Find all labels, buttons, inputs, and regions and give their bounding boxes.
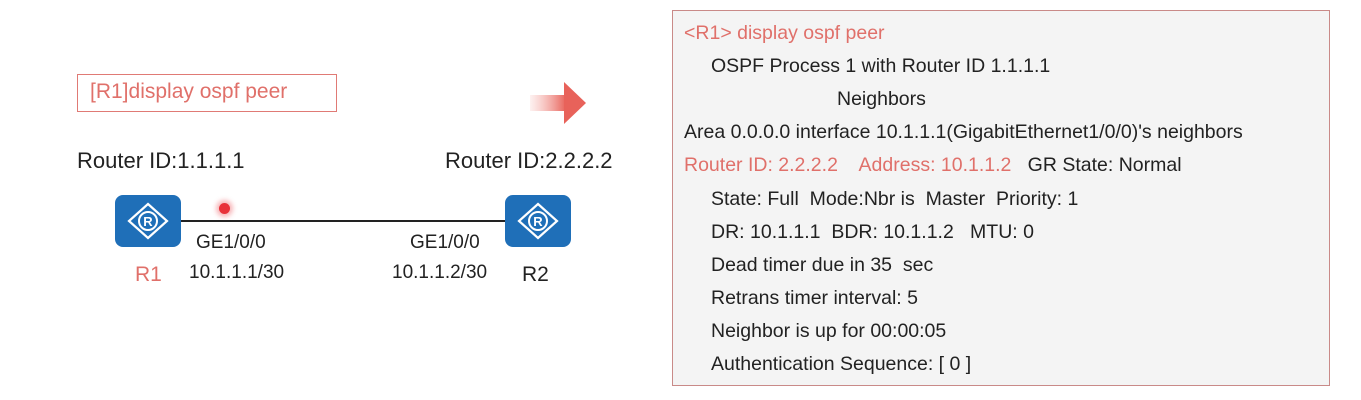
router-glyph-icon: R — [127, 202, 169, 240]
output-retrans: Retrans timer interval: 5 — [711, 287, 918, 309]
output-uptime: Neighbor is up for 00:00:05 — [711, 320, 947, 342]
router-r2-icon: R — [505, 195, 571, 247]
output-state: State: Full Mode:Nbr is Master Priority:… — [711, 188, 1079, 210]
r1-interface-label: GE1/0/0 — [196, 232, 266, 253]
output-process: OSPF Process 1 with Router ID 1.1.1.1 — [711, 55, 1051, 77]
r1-router-id: Router ID:1.1.1.1 — [77, 148, 245, 173]
r1-name: R1 — [135, 263, 162, 286]
r2-interface-label: GE1/0/0 — [410, 232, 480, 253]
cropped-heading-glyphs — [140, 0, 300, 2]
r2-router-id: Router ID:2.2.2.2 — [445, 148, 613, 173]
r2-ip-label: 10.1.1.2/30 — [392, 262, 488, 283]
router-glyph-text: R — [143, 214, 153, 229]
output-area: Area 0.0.0.0 interface 10.1.1.1(GigabitE… — [684, 121, 1243, 143]
pointer-dot — [219, 203, 230, 214]
r1-ip-label: 10.1.1.1/30 — [189, 262, 285, 283]
output-dr: DR: 10.1.1.1 BDR: 10.1.1.2 MTU: 0 — [711, 221, 1034, 243]
cropped-heading — [140, 0, 300, 2]
output-dead-timer: Dead timer due in 35 sec — [711, 254, 934, 276]
arrow-graphic — [530, 82, 586, 124]
command-output-panel: <R1> display ospf peer OSPF Process 1 wi… — [672, 10, 1330, 386]
r2-name: R2 — [522, 263, 549, 286]
output-prompt: <R1> display ospf peer — [684, 22, 885, 44]
command-box: [R1]display ospf peer — [77, 74, 337, 112]
output-address: Address: 10.1.1.2 — [858, 154, 1012, 176]
router-glyph-text: R — [533, 214, 543, 229]
output-router-id: Router ID: 2.2.2.2 — [684, 154, 838, 176]
router-r1-icon: R — [115, 195, 181, 247]
output-neighbors-heading: Neighbors — [837, 88, 926, 110]
link-line — [181, 220, 509, 222]
output-auth: Authentication Sequence: [ 0 ] — [711, 353, 972, 375]
arrow-right-icon — [530, 82, 588, 129]
output-peer-summary: Router ID: 2.2.2.2 Address: 10.1.1.2 GR … — [684, 154, 1182, 177]
router-glyph-icon: R — [517, 202, 559, 240]
output-gr-state: GR State: Normal — [1027, 154, 1182, 176]
